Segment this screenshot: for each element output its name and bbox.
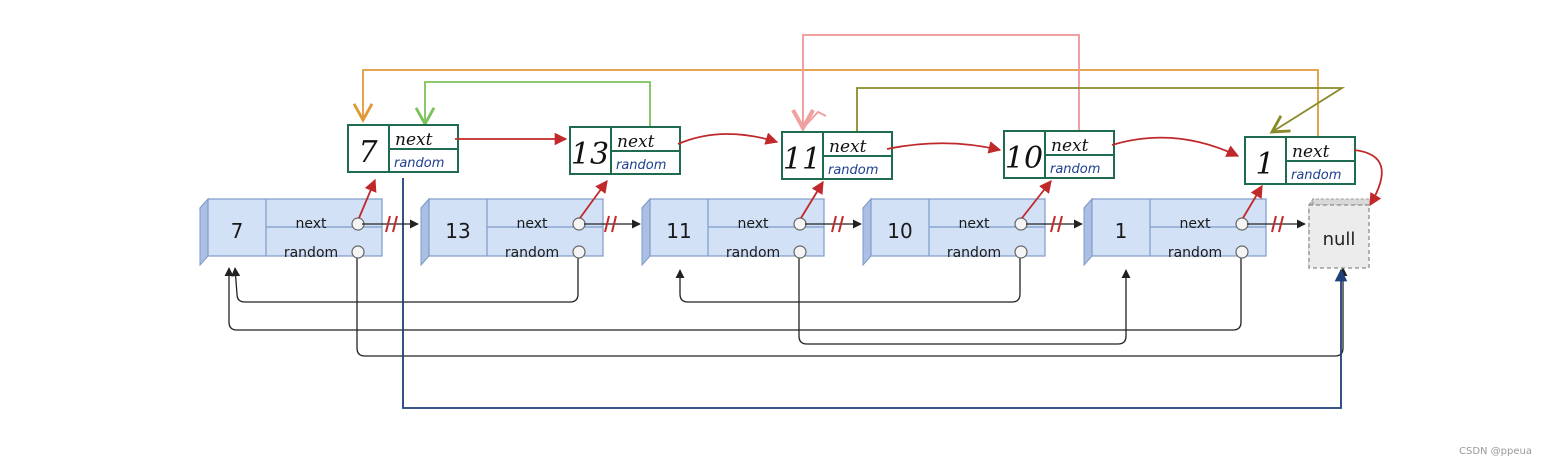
copy-node-10: 10 next random [1003,130,1115,179]
copy-node-1: 1 next random [1244,136,1356,185]
next-field-label: next [295,216,327,232]
copy-next-label: next [829,137,867,157]
next-pointer-dot [572,217,586,231]
next-pointer-dot [1235,217,1249,231]
copy-node-value: 7 [358,135,378,170]
random-pointer-dot [1235,245,1249,259]
random-pointer-dot [793,245,807,259]
orig13-to-copy13 [579,179,608,219]
original-node-value: 1 [1115,219,1128,243]
copy-next-1-to-null [1353,149,1383,207]
copy-node-11: 11 next random [781,131,893,180]
original-node-value: 7 [231,219,244,243]
copy-random-arrow-7-to-null [402,178,1348,409]
original-list: 7 next random 13 next random 11 next random 10 nex… [198,197,1268,267]
original-node-13: 13 next random [419,197,605,267]
original-node-7: 7 next random [198,197,384,267]
copy-random-arrow-10-to-11 [803,34,1080,168]
copy-node-value: 1 [1255,147,1274,182]
random-arrow-7-to-null [356,258,1348,357]
random-field-label: random [505,245,559,261]
original-node-1: 1 next random [1082,197,1268,267]
copy-node-value: 13 [571,137,609,172]
copy-next-label: next [1292,142,1330,162]
random-field-label: random [1168,245,1222,261]
copy-random-label: random [1050,162,1100,177]
random-pointer-dot [1014,245,1028,259]
copy-random-arrow-11-to-1 [856,87,1346,168]
copy-random-label: random [394,156,444,171]
copy-random-label: random [828,163,878,178]
original-random-pointers [224,258,1348,357]
random-arrow-13-to-7 [231,258,579,303]
copy-node-7: 7 next random [347,124,459,173]
original-node-10: 10 next random [861,197,1047,267]
original-node-value: 13 [445,219,470,243]
random-pointer-dot [572,245,586,259]
next-pointer-dot [793,217,807,231]
random-field-label: random [284,245,338,261]
next-field-label: next [958,216,990,232]
original-node-value: 11 [666,219,691,243]
orig1-to-copy1 [1242,184,1263,219]
copy-next-label: next [1051,136,1089,156]
copy-next-13-to-11 [677,132,779,145]
copy-random-label: random [1291,168,1341,183]
copy-next-11-to-10 [886,141,1002,154]
random-arrow-11-to-1 [798,258,1131,345]
copy-list: 7 next random 13 next random 11 next random 10 nex… [347,124,1356,185]
copy-next-label: next [395,130,433,150]
copy-node-13: 13 next random [569,126,681,175]
next-field-label: next [737,216,769,232]
orig11-to-copy11 [800,180,824,219]
next-field-label: next [1179,216,1211,232]
copy-node-value: 11 [783,142,821,177]
orig7-to-copy7 [358,178,377,219]
copy-node-value: 10 [1005,141,1043,176]
watermark: CSDN @ppeua [1458,446,1532,457]
random-field-label: random [947,245,1001,261]
next-pointer-dot [1014,217,1028,231]
red-arrows [358,132,1383,219]
random-arrow-1-to-7 [224,258,1242,331]
copy-next-label: next [617,132,655,152]
original-node-value: 10 [887,219,912,243]
copy-random-arrow-1-to-7 [352,69,1319,180]
next-field-label: next [516,216,548,232]
random-arrow-10-to-11 [675,258,1021,303]
null-label: null [1323,229,1356,250]
random-field-label: random [726,245,780,261]
cut-marks [385,215,1284,233]
orig10-to-copy10 [1021,180,1052,219]
null-node: null [1308,197,1374,270]
copy-next-10-to-1 [1111,136,1240,157]
pink-arrow-flourish [802,110,827,129]
copy-random-label: random [616,158,666,173]
copy-random-arrow-13-to-7 [414,81,651,165]
random-pointer-dot [351,245,365,259]
original-node-11: 11 next random [640,197,826,267]
